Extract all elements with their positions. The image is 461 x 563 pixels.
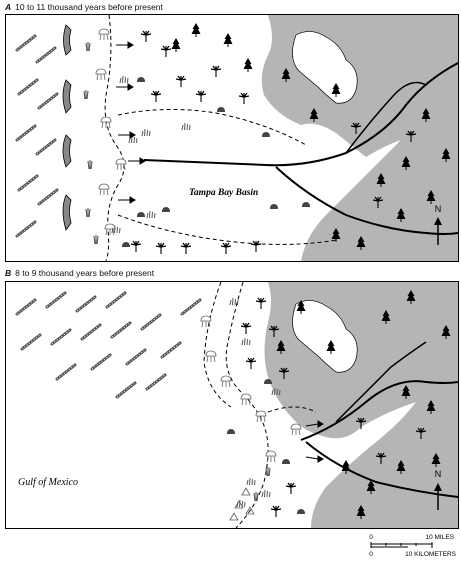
panel-b-north-arrow: N — [434, 469, 442, 510]
panel-a-main-river — [143, 62, 458, 167]
panel-b-sediment-marks — [229, 487, 255, 521]
panel-a-letter: A — [5, 2, 12, 12]
basin-lower-edge — [117, 214, 337, 245]
panel-a-map: Tampa Bay Basin N — [5, 14, 459, 262]
east-land-area — [261, 15, 458, 261]
panel-b-letter: B — [5, 268, 12, 278]
scale-miles-label: 10 MILES — [425, 534, 454, 541]
panel-a-svg: Tampa Bay Basin N — [15, 15, 458, 261]
panel-a-title-text: 10 to 11 thousand years before present — [15, 2, 163, 12]
panel-b-north-label: N — [435, 469, 442, 479]
panel-b-offshore-shoals — [15, 291, 202, 399]
tampa-bay-basin-label: Tampa Bay Basin — [189, 188, 258, 198]
panel-b-south-branch — [305, 441, 458, 498]
scale-km-zero: 0 — [369, 551, 373, 558]
panel-a-shoreline-dashed — [104, 15, 125, 261]
panel-b-title-text: 8 to 9 thousand years before present — [15, 268, 155, 278]
panel-a-south-branch — [275, 166, 458, 235]
basin-upper-edge — [117, 108, 307, 146]
gulf-of-mexico-label: Gulf of Mexico — [18, 477, 78, 488]
scale-km-label: 10 KILOMETERS — [405, 551, 457, 558]
panel-b-main-river — [300, 380, 458, 441]
panel-b-shoreline-dashed — [225, 282, 269, 528]
old-tampa-bay-lake — [292, 31, 358, 104]
scale-miles-zero: 0 — [369, 534, 373, 541]
panel-b-lake — [292, 300, 358, 373]
panel-a-flow-arrows — [116, 41, 146, 204]
panel-a-dunes — [15, 34, 59, 238]
panel-a-north-arrow: N — [434, 204, 442, 245]
panel-b-estuary-edge — [267, 406, 317, 413]
panel-b-north-branch — [335, 341, 427, 423]
scale-bar: 0 10 MILES 0 10 KILOMETERS — [368, 531, 458, 561]
panel-b-svg: Gulf of Mexico N — [15, 282, 458, 528]
panel-a-north-branch — [345, 81, 427, 154]
panel-a-north-label: N — [435, 204, 442, 214]
panel-b-inner-shoreline — [203, 282, 232, 408]
panel-b-flow-arrows — [305, 420, 324, 463]
panel-b-map: Gulf of Mexico N — [5, 281, 459, 529]
panel-a-barrier-spits — [62, 24, 72, 231]
